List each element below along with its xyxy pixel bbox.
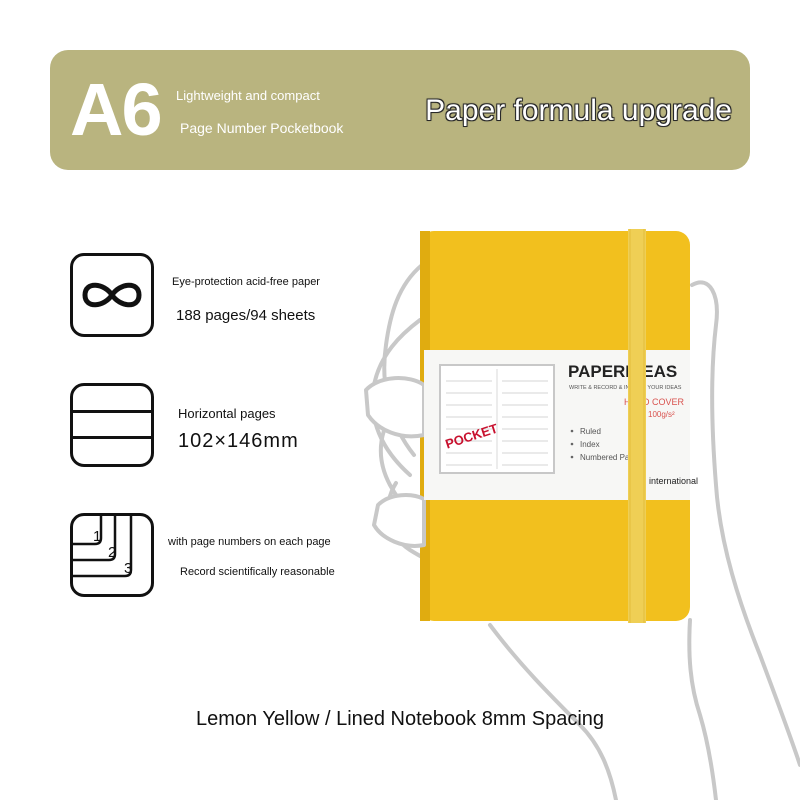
page-number-3: 3	[124, 560, 133, 577]
notebook-hand-illustration: POCKET PAPERIDEAS WRITE & RECORD & INSPI…	[364, 229, 800, 800]
top-banner: A6 Lightweight and compact Page Number P…	[50, 50, 750, 170]
page-numbers-icon: 1 2 3	[70, 513, 154, 597]
banner-subtitle-2: Page Number Pocketbook	[180, 120, 344, 136]
page-number-2: 2	[108, 544, 117, 561]
feature-2-line1: Horizontal pages	[178, 406, 276, 421]
brand-name: PAPERIDEAS	[568, 362, 677, 381]
international-label: international	[649, 476, 698, 486]
product-caption: Lemon Yellow / Lined Notebook 8mm Spacin…	[195, 708, 605, 730]
ruled-lines	[446, 380, 548, 466]
horizontal-lines-icon	[70, 383, 154, 467]
bullet-ruled: Ruled	[580, 427, 601, 436]
banner-subtitle-1: Lightweight and compact	[176, 88, 320, 103]
feature-3-line2: Record scientifically reasonable	[180, 566, 335, 578]
thumb-outline	[364, 376, 426, 439]
feature-2-line2: 102×146mm	[178, 430, 299, 452]
size-label: A6	[70, 68, 163, 151]
bullet-index: Index	[580, 440, 600, 449]
hard-cover-label: HARD COVER	[624, 397, 685, 407]
feature-1-line2: 188 pages/94 sheets	[176, 307, 316, 324]
brand-tagline: WRITE & RECORD & INSPIRE YOUR IDEAS	[569, 385, 682, 391]
infinity-icon	[70, 253, 154, 337]
finger-outline	[372, 493, 426, 548]
feature-1-line1: Eye-protection acid-free paper	[172, 276, 320, 288]
paper-weight: 100g/s²	[648, 410, 675, 419]
feature-3-line1: with page numbers on each page	[168, 536, 331, 548]
page-number-1: 1	[93, 528, 102, 545]
bullet-numbered-pages: Numbered Pages	[580, 453, 642, 462]
elastic-band	[628, 229, 646, 623]
banner-headline: Paper formula upgrade	[425, 94, 732, 127]
